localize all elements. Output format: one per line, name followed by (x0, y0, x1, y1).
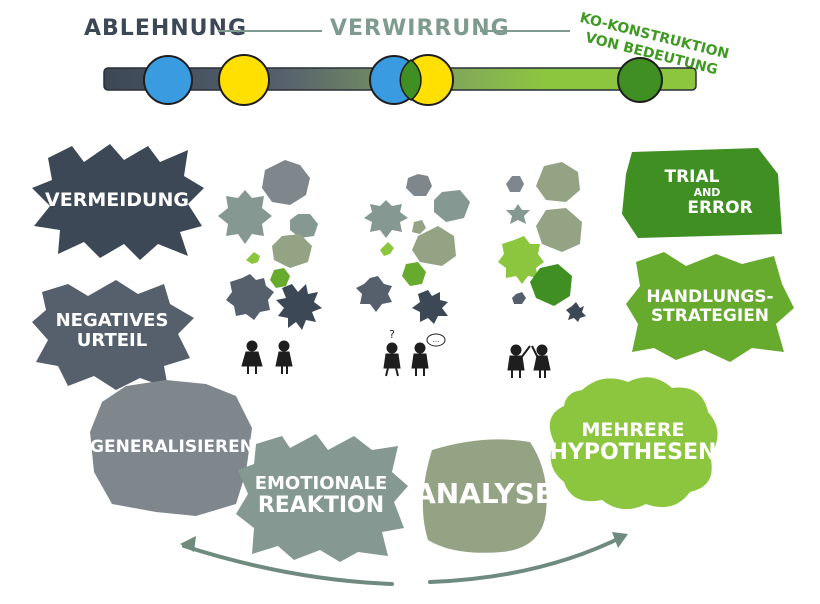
blob3-small-slate (512, 292, 526, 304)
blob3-star (506, 204, 530, 224)
label-negatives-urteil-line2: Urteil (76, 330, 148, 351)
label-emotionale-reaktion: Emotionale Reaktion (232, 428, 410, 564)
blob2-spiky (364, 200, 408, 238)
figure-2a-head (386, 342, 398, 354)
figure-3a-body (507, 355, 525, 371)
blob3-gear (506, 176, 524, 192)
figure-1b-body (275, 351, 293, 367)
blob3-olive (536, 208, 582, 252)
blob-olive (272, 234, 312, 268)
blob2-gear-grey (406, 174, 432, 196)
label-mehrere-hypothesen-line2: Hypothesen (549, 440, 717, 466)
blob2-star (380, 242, 394, 256)
shape-emotionale-reaktion: Emotionale Reaktion (232, 428, 410, 564)
figure-2b-thought-dots: ... (433, 336, 440, 344)
shape-vermeidung: Vermeidung (28, 140, 206, 262)
label-trial: Trial (664, 166, 720, 187)
scale-label-verwirrung: Verwirrung (330, 16, 510, 41)
blob2-grey-green (434, 190, 470, 222)
label-handlungsstrategien: Handlungs- strategien (624, 248, 796, 366)
figure-3b-arm (531, 345, 539, 359)
shape-handlungsstrategien: Handlungs- strategien (624, 248, 796, 366)
blob-cluster-right (498, 162, 586, 322)
label-negatives-urteil: Negatives Urteil (28, 270, 196, 392)
blob3-spiky-green (498, 236, 544, 284)
blob3-light-green (536, 162, 580, 202)
figures-conflict (241, 340, 293, 374)
arrow-left-curve (182, 544, 394, 586)
label-mehrere-hypothesen: Mehrere Hypothesen (542, 370, 724, 516)
label-and: and (693, 185, 721, 199)
label-handlungsstrategien-line2: strategien (650, 306, 770, 326)
figures-confused: ? ... (383, 328, 446, 377)
label-vermeidung: Vermeidung (45, 189, 189, 212)
scale-circle-green (617, 57, 663, 103)
figure-1a-body (241, 351, 263, 367)
label-analyse: Analyse (414, 477, 554, 511)
shape-analyse: Analyse (414, 432, 554, 556)
figure-1a-head (246, 340, 258, 352)
blob2-small (412, 220, 426, 234)
figure-3b-body (533, 355, 551, 371)
arrow-right-curve (428, 534, 626, 584)
label-error: Error (687, 198, 753, 219)
blob-cluster-left (218, 160, 322, 330)
blob2-spiky-dark (412, 290, 448, 324)
label-emotionale-reaktion-line1: Emotionale (254, 472, 388, 494)
blob-gear-small (290, 214, 318, 238)
figure-3a-head (510, 344, 522, 356)
figures-together (507, 344, 551, 378)
label-generalisieren: Generalisieren (90, 437, 254, 458)
figure-3b-head (536, 344, 548, 356)
blob-star-green (246, 252, 260, 264)
figure-2b-head (414, 342, 426, 354)
blob2-spiky-slate (356, 276, 392, 312)
scale-connector-right (480, 30, 570, 32)
shape-negatives-urteil: Negatives Urteil (28, 270, 196, 392)
blob3-hex-green (530, 264, 572, 306)
arrow-right-head (612, 532, 628, 548)
blob-hex-green (270, 268, 290, 288)
figure-1b-head (278, 340, 290, 352)
arrow-left-head (180, 536, 196, 552)
scale-circle-overlap (399, 59, 422, 101)
scale-connector-left (218, 30, 322, 32)
blob-spiky-slate (226, 274, 274, 320)
blob-spiky-dark (276, 284, 322, 330)
scale-circle-yellow-1 (218, 54, 270, 106)
label-trial-and-error: Trial and Error (618, 144, 786, 242)
shape-generalisieren: Generalisieren (86, 376, 258, 520)
figure-2a-leg2 (395, 367, 399, 377)
figure-2a-body (383, 353, 401, 369)
scale-circle-blue-1 (143, 55, 193, 105)
blob2-hex (402, 262, 426, 286)
shape-trial-and-error: Trial and Error (618, 144, 786, 242)
label-negatives-urteil-line1: Negatives (55, 309, 169, 331)
label-mehrere-hypothesen-line1: Mehrere (581, 419, 685, 442)
figure-2a-leg (385, 367, 389, 377)
scale-bar (103, 54, 697, 106)
figure-2b-body (411, 353, 429, 369)
blob3-small-dark (566, 302, 586, 322)
blob2-olive (412, 226, 456, 266)
scale-label-ablehnung: Ablehnung (84, 16, 247, 41)
label-emotionale-reaktion-line2: Reaktion (257, 492, 385, 518)
figure-2a-question: ? (389, 328, 395, 341)
blob-gear-grey (262, 160, 310, 205)
blob-spiky-grey-green (218, 190, 272, 244)
shape-mehrere-hypothesen: Mehrere Hypothesen (542, 370, 724, 516)
figure-2b-thought-bubble (426, 333, 446, 347)
blob-cluster-middle (356, 174, 470, 324)
figure-3a-arm (520, 345, 531, 359)
label-handlungsstrategien-line1: Handlungs- (646, 286, 774, 307)
